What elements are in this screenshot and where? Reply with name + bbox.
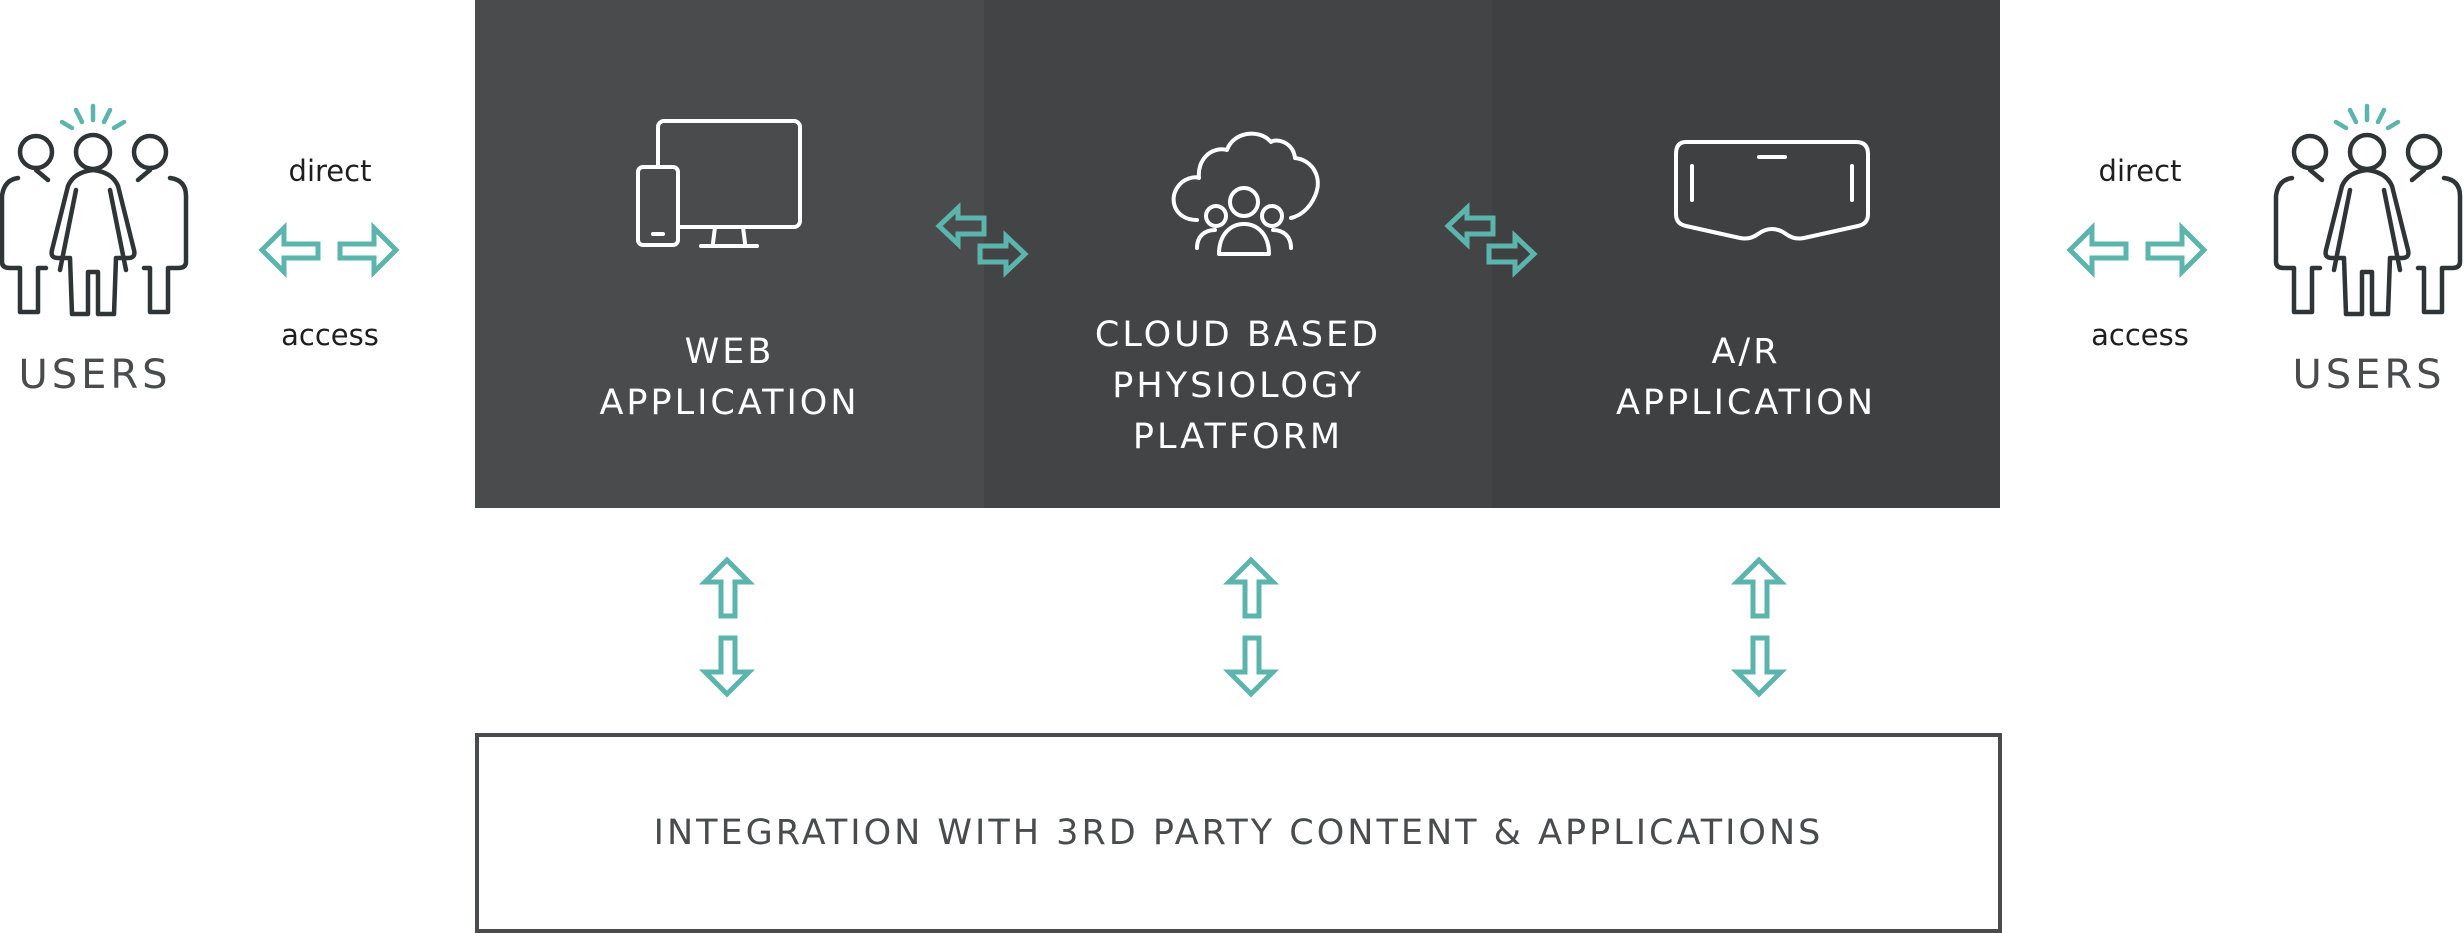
users-label-right: USERS	[2292, 352, 2446, 398]
access-label-right: access	[2091, 318, 2189, 352]
devices-icon	[636, 119, 802, 248]
exchange-arrow-icon-2	[1444, 202, 1538, 278]
direct-label-right: direct	[2098, 154, 2182, 188]
vertical-arrow-icon-web	[698, 556, 756, 698]
vertical-arrow-icon-ar	[1730, 556, 1788, 698]
vertical-arrow-icon-cloud	[1222, 556, 1280, 698]
users-group-icon	[0, 103, 189, 317]
cloud-platform-panel: CLOUD BASED PHYSIOLOGY PLATFORM	[984, 0, 1492, 508]
ar-application-panel: A/R APPLICATION	[1492, 0, 2000, 508]
users-label-left: USERS	[18, 352, 172, 398]
cloud-platform-label: CLOUD BASED PHYSIOLOGY PLATFORM	[1094, 315, 1382, 457]
cloud-users-icon	[1171, 131, 1320, 256]
exchange-arrow-icon	[935, 202, 1029, 278]
integration-label: INTEGRATION WITH 3RD PARTY CONTENT & APP…	[653, 813, 1824, 853]
ar-application-label: A/R APPLICATION	[1615, 332, 1877, 423]
bidirectional-arrow-icon	[258, 221, 400, 279]
web-application-label: WEB APPLICATION	[599, 332, 860, 423]
ar-headset-icon	[1674, 140, 1870, 241]
bidirectional-arrow-icon-right	[2066, 221, 2208, 279]
access-label-left: access	[281, 318, 379, 352]
direct-label-left: direct	[288, 154, 372, 188]
integration-box: INTEGRATION WITH 3RD PARTY CONTENT & APP…	[475, 733, 2002, 933]
web-application-panel: WEB APPLICATION	[475, 0, 984, 508]
users-group-icon-right	[2273, 103, 2463, 317]
